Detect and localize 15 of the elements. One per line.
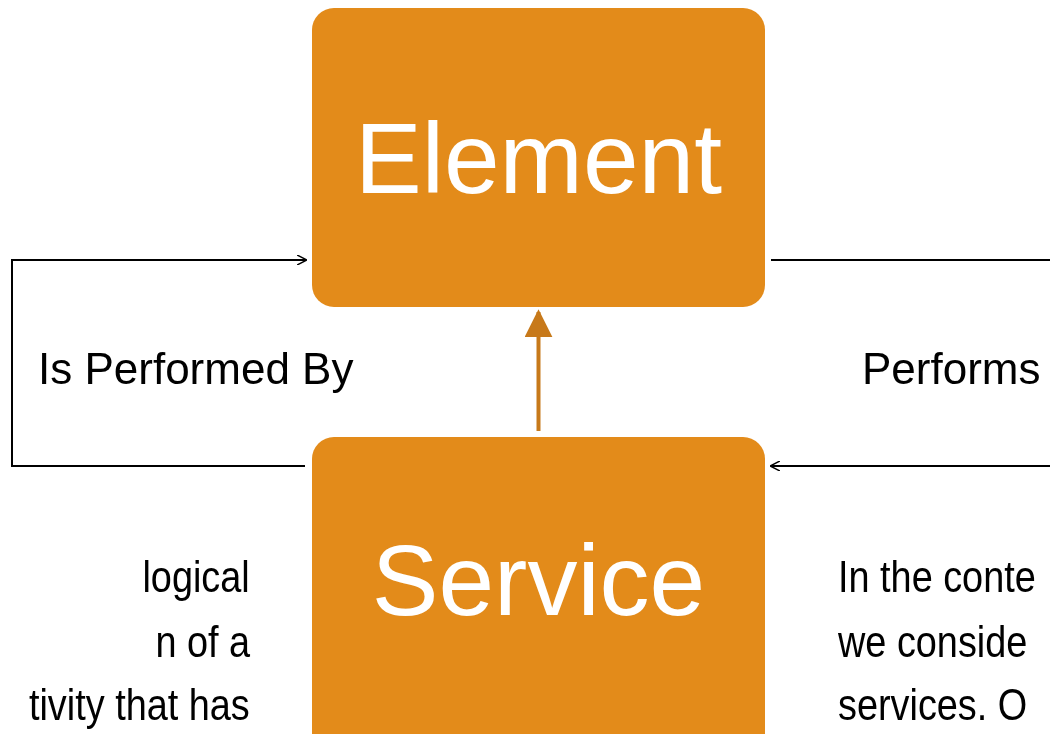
- description-text: we conside: [838, 617, 1028, 667]
- arrow: [769, 259, 1050, 472]
- edge-label: Performs: [862, 344, 1041, 394]
- arrow: [11, 254, 308, 467]
- process-box: [312, 437, 765, 734]
- description-text: services. O: [838, 680, 1028, 730]
- description-text: n of a: [155, 617, 250, 667]
- box-title: Element: [354, 103, 723, 213]
- description-text: In the conte: [838, 552, 1036, 602]
- edge-label: Is Performed By: [38, 344, 354, 394]
- box-title: Service: [370, 525, 707, 635]
- process-box: [312, 8, 765, 307]
- description-text: logical: [142, 552, 250, 602]
- description-text: tivity that has: [29, 680, 250, 730]
- arrow: [524, 309, 553, 431]
